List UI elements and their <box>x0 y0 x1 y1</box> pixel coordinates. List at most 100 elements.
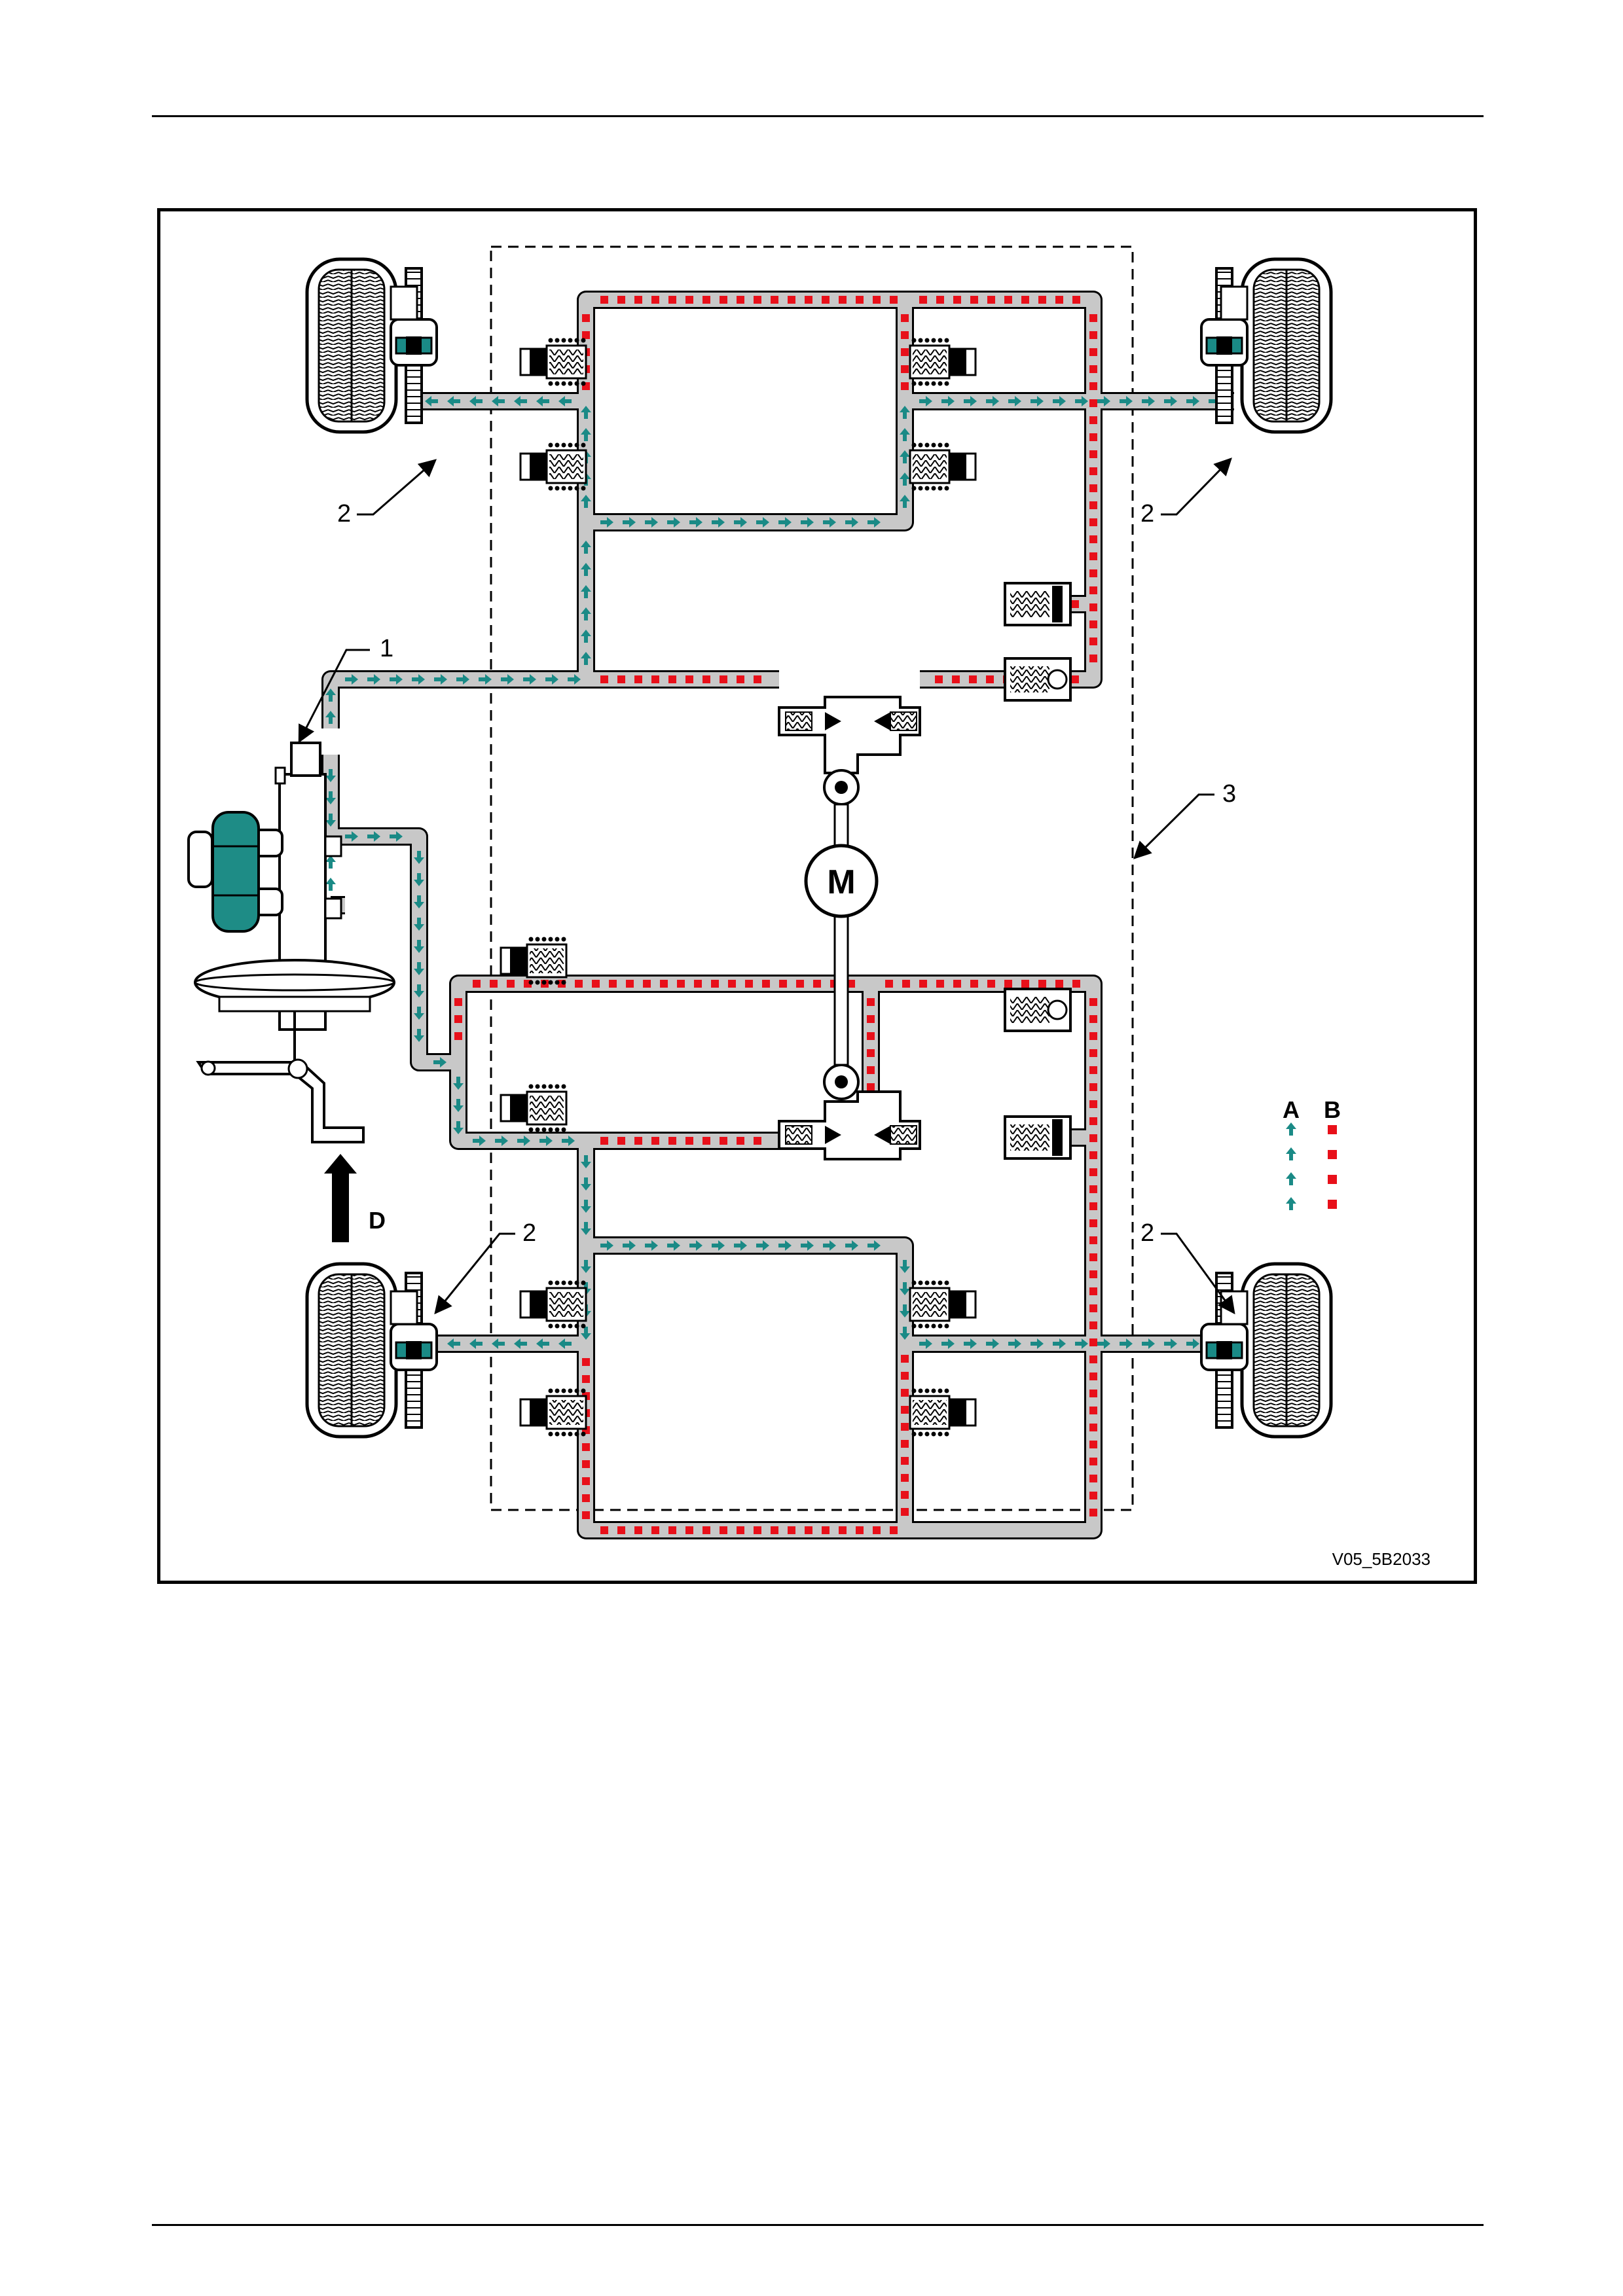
return-marker <box>901 1440 909 1448</box>
lower-pump-unit <box>779 1065 920 1159</box>
return-marker <box>1089 998 1097 1006</box>
return-marker <box>754 1526 761 1534</box>
return-marker <box>901 1372 909 1380</box>
return-marker <box>1071 675 1079 683</box>
return-marker <box>788 1526 795 1534</box>
brake-line-edge <box>586 300 905 679</box>
damper-front <box>1005 583 1070 625</box>
return-marker <box>702 296 710 304</box>
return-marker <box>737 1526 744 1534</box>
return-marker <box>1038 296 1046 304</box>
legend-b-square <box>1328 1200 1337 1209</box>
return-marker <box>1089 603 1097 611</box>
brake-line-edge <box>905 984 1093 1530</box>
accumulator-front <box>1005 658 1070 700</box>
return-marker <box>1021 980 1029 988</box>
valve-front-left-outlet <box>520 443 586 491</box>
return-marker <box>779 980 787 988</box>
return-marker <box>454 1032 462 1040</box>
return-marker <box>1089 1134 1097 1142</box>
pedal-force-label: D <box>369 1207 386 1234</box>
return-marker <box>867 1066 875 1074</box>
return-marker <box>1089 1458 1097 1465</box>
return-marker <box>987 980 995 988</box>
return-marker <box>1038 980 1046 988</box>
return-marker <box>952 675 960 683</box>
return-marker <box>1089 1509 1097 1516</box>
valve-rear-lower <box>501 1085 566 1132</box>
footer-rule <box>152 2224 1484 2226</box>
return-marker <box>1089 1270 1097 1278</box>
return-marker <box>1072 980 1080 988</box>
svg-text:2: 2 <box>337 500 351 528</box>
return-marker <box>890 296 898 304</box>
return-marker <box>592 980 600 988</box>
valve-spring <box>549 350 583 374</box>
return-marker <box>1089 1083 1097 1091</box>
return-marker <box>788 296 795 304</box>
return-marker <box>617 296 625 304</box>
return-marker <box>1089 1117 1097 1125</box>
return-marker <box>473 980 481 988</box>
legend-a-label: A <box>1283 1096 1300 1123</box>
return-marker <box>901 331 909 339</box>
abs-hydraulic-diagram: M D 1 2 2 2 <box>157 208 1477 1584</box>
return-marker <box>1089 467 1097 475</box>
return-marker <box>1089 314 1097 322</box>
svg-text:2: 2 <box>522 1219 536 1247</box>
return-marker <box>454 1015 462 1023</box>
return-marker <box>651 296 659 304</box>
return-marker <box>969 675 977 683</box>
legend-b-square <box>1328 1125 1337 1134</box>
brake-line <box>586 1246 905 1530</box>
valve-spring <box>549 1400 583 1425</box>
motor-label: M <box>827 863 855 901</box>
valve-front-right-inlet <box>910 338 976 386</box>
return-marker <box>582 1511 590 1519</box>
return-marker <box>600 1526 608 1534</box>
return-marker <box>919 296 927 304</box>
legend-b-square <box>1328 1175 1337 1184</box>
valve-spring <box>913 454 947 479</box>
return-marker <box>873 1526 881 1534</box>
return-marker <box>1089 1032 1097 1040</box>
callout-modulator: 3 <box>1135 780 1236 858</box>
return-marker <box>1089 637 1097 645</box>
header-rule <box>152 115 1484 117</box>
return-marker <box>668 1526 676 1534</box>
return-marker <box>1089 1015 1097 1023</box>
return-marker <box>1021 296 1029 304</box>
return-marker <box>507 980 515 988</box>
return-marker <box>651 1137 659 1145</box>
accumulator-spring <box>1010 997 1049 1023</box>
legend-a-arrow <box>1286 1172 1296 1185</box>
return-marker <box>771 296 778 304</box>
return-marker <box>919 980 927 988</box>
legend-a-arrow <box>1286 1147 1296 1160</box>
return-marker <box>1089 433 1097 441</box>
return-marker <box>651 675 659 683</box>
return-marker <box>651 1526 659 1534</box>
return-marker <box>813 980 821 988</box>
return-marker <box>771 1526 778 1534</box>
valve-spring <box>530 948 564 973</box>
return-marker <box>902 980 910 988</box>
return-marker <box>737 296 744 304</box>
return-marker <box>901 382 909 390</box>
return-marker <box>582 331 590 339</box>
return-marker <box>575 980 583 988</box>
return-marker <box>582 1477 590 1485</box>
return-marker <box>490 980 498 988</box>
return-marker <box>685 296 693 304</box>
legend-b-squares <box>1328 1125 1337 1209</box>
valve-rear-right-inlet <box>910 1281 976 1329</box>
return-marker <box>1089 1168 1097 1176</box>
return-marker <box>901 1474 909 1482</box>
return-marker <box>1089 1390 1097 1397</box>
brake-fluid-reservoir <box>213 812 259 931</box>
return-marker <box>1004 296 1012 304</box>
return-marker <box>1089 484 1097 492</box>
return-marker <box>1089 1492 1097 1499</box>
return-marker <box>1089 348 1097 356</box>
valve-front-right-outlet <box>910 443 976 491</box>
